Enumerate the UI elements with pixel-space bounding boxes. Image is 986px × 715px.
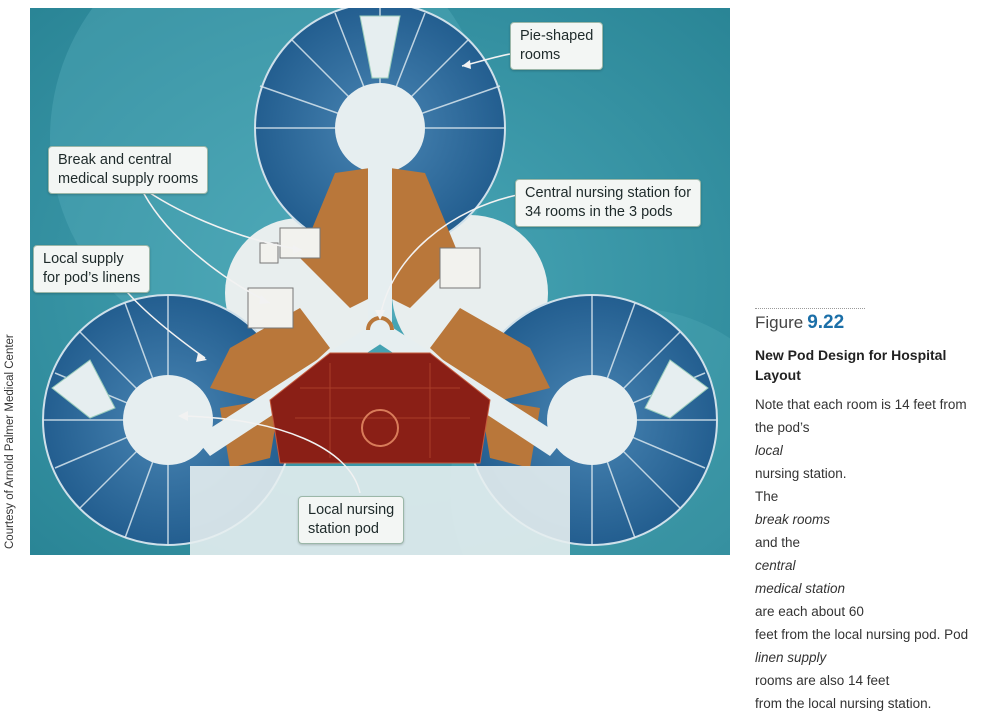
body-line: medical station are each about 60 [755, 577, 980, 623]
body-text: Note that each room is 14 feet from [755, 397, 967, 412]
body-text: The [755, 489, 779, 504]
callout-line-1: Central nursing station for [525, 185, 692, 201]
leader-arrowheads [178, 60, 471, 421]
body-emphasis: central [755, 558, 796, 573]
callout-line-1: Local supply [43, 251, 124, 267]
callout-local-supply-linens: Local supply for pod’s linens [33, 245, 151, 293]
callout-pie-shaped-rooms: Pie-shaped rooms [510, 22, 604, 70]
body-line: Note that each room is 14 feet from [755, 393, 980, 416]
body-line: from the local nursing station. [755, 692, 980, 715]
body-text: feet from the local nursing pod. Pod [755, 627, 969, 642]
callout-line-2: medical supply rooms [58, 171, 199, 187]
body-line: linen supply rooms are also 14 feet [755, 646, 980, 692]
central-medical-area [269, 352, 491, 464]
callout-line-2: station pod [308, 521, 379, 537]
figure-number: 9.22 [807, 312, 845, 333]
callout-break-and-central-medical-supply-rooms: Break and central medical supply rooms [48, 146, 209, 194]
body-emphasis: medical station [755, 581, 846, 596]
figure-title: New Pod Design for Hospital Layout [755, 347, 947, 383]
callout-central-nursing-station: Central nursing station for 34 rooms in … [515, 179, 702, 227]
body-text: and the [755, 535, 801, 550]
body-emphasis: local [755, 443, 783, 458]
floor-plan-photo [30, 8, 730, 555]
body-text: nursing station. [755, 466, 847, 481]
break-rooms [247, 227, 481, 329]
callout-line-2: for pod’s linens [43, 270, 141, 286]
body-emphasis: linen supply [755, 650, 827, 665]
figure-rule [755, 308, 865, 309]
callout-line-2: 34 rooms in the 3 pods [525, 204, 673, 220]
body-text: from the local nursing station. [755, 696, 932, 711]
body-emphasis: break rooms [755, 512, 831, 527]
body-text: are each about 60 [755, 604, 864, 619]
callout-line-1: Local nursing [308, 502, 395, 518]
body-text: rooms are also 14 feet [755, 673, 890, 688]
figure-label: Figure [755, 313, 804, 332]
callout-line-1: Break and central [58, 152, 172, 168]
callout-local-nursing-station-pod: Local nursing station pod [298, 496, 405, 544]
central-nursing-station [366, 316, 394, 344]
callout-line-1: Pie-shaped [520, 28, 594, 44]
callout-line-2: rooms [520, 47, 561, 63]
pod-top [254, 8, 506, 254]
figure-body: Note that each room is 14 feet from the … [755, 393, 980, 715]
photo-credit: Courtesy of Arnold Palmer Medical Center [4, 334, 16, 549]
floor-plan-drawing [30, 8, 730, 555]
body-text: the pod’s [755, 420, 810, 435]
body-line: the pod’s local nursing station. [755, 416, 980, 485]
body-line: feet from the local nursing pod. Pod [755, 623, 980, 646]
body-line: The break rooms and the central [755, 485, 980, 577]
